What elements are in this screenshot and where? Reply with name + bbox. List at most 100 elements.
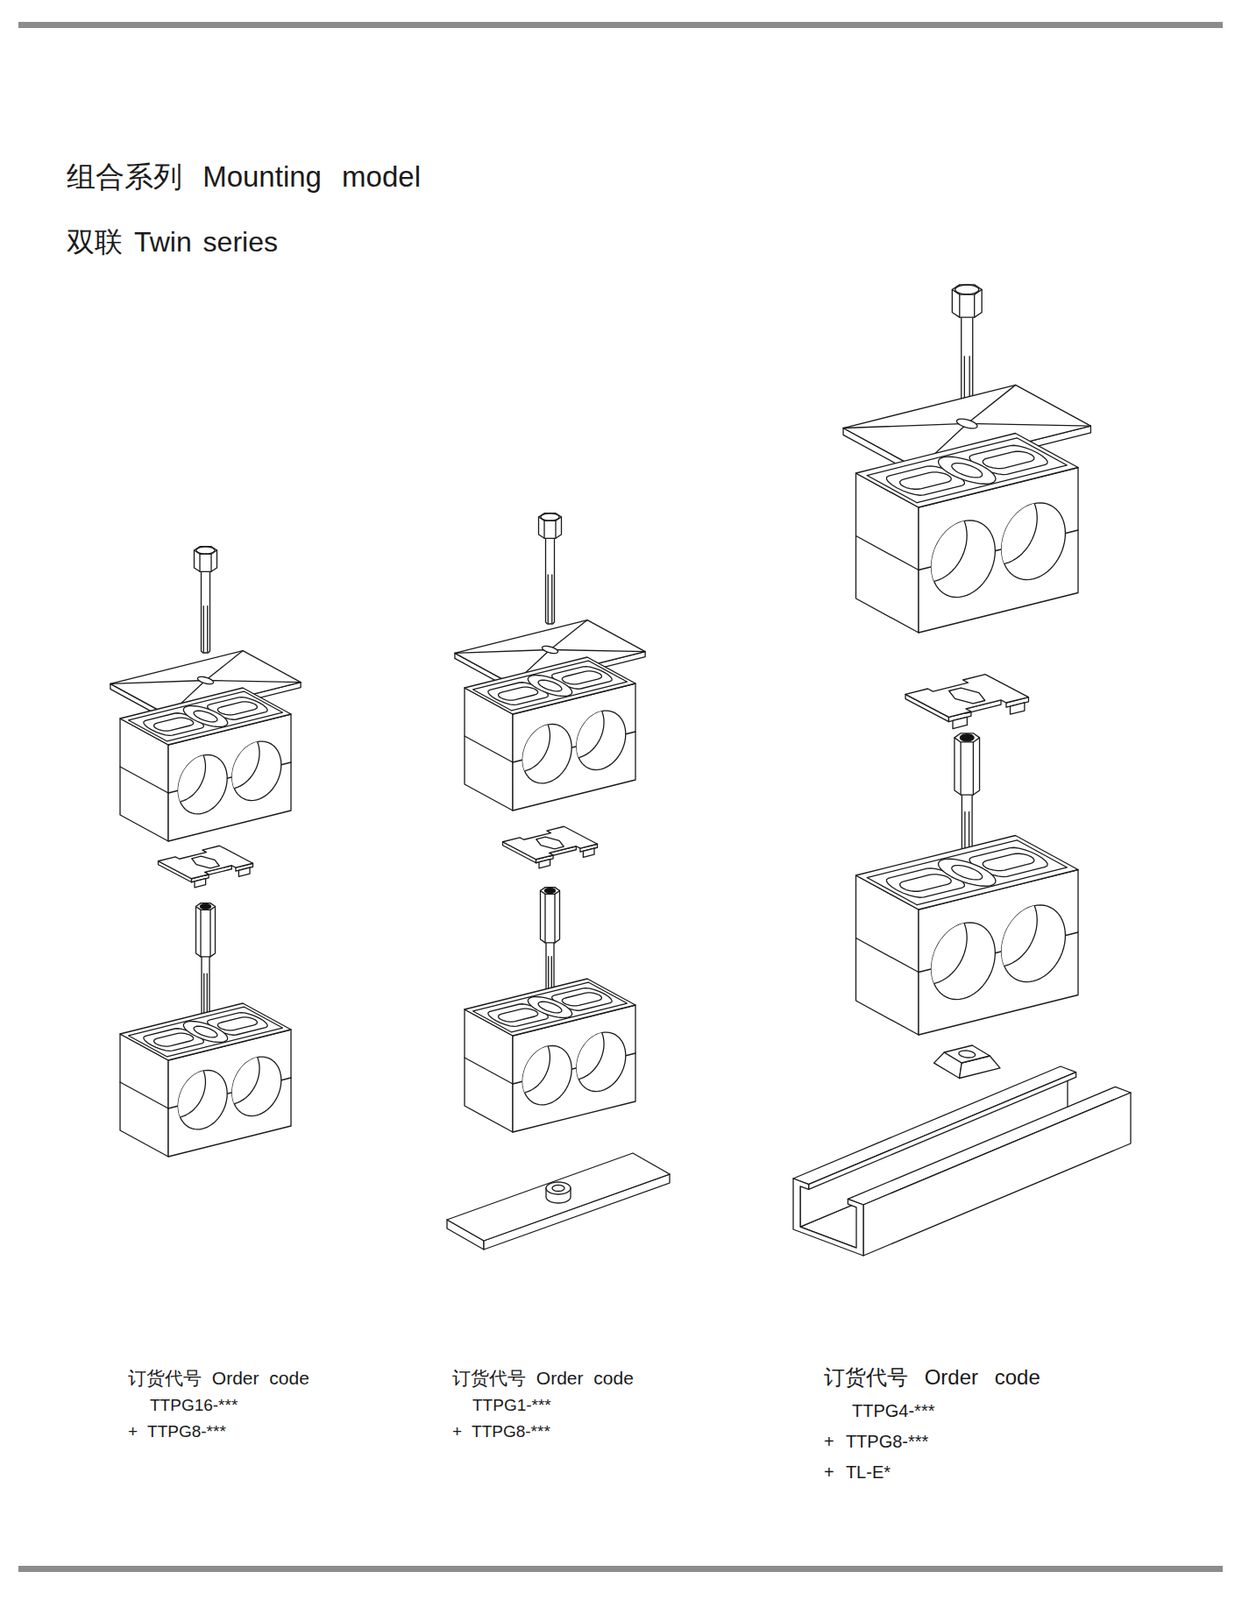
plate-top [905,674,1029,718]
bore-far-edge [972,487,1037,565]
bent-tab [238,867,250,877]
series-subtitle: 双联 Twin series [66,225,278,259]
weld-boss-hole [552,1185,565,1193]
top-rim [128,691,284,742]
bolt-hole [951,865,983,881]
twin-clamp-block [464,979,636,1133]
text-slot: 订货代号 Order code [127,1367,310,1390]
slot-floor [982,853,1035,871]
bolt-boss [938,456,996,484]
bolt-shaft [201,567,211,653]
text-slot: + TTPG8-*** [452,1422,551,1443]
order-code: TTPG1-*** [472,1396,552,1417]
stud-hex-sides [540,891,561,944]
page-title: 组合系列 Mounting model [66,159,421,195]
twin-clamp-block [856,433,1079,634]
plate-crease [454,650,551,654]
bore-far-edge [500,1034,550,1093]
twin-clamp-block [464,657,636,811]
clamp-assembly [110,546,301,1157]
slot-floor [154,717,194,732]
order-code-heading: 订货代号 Order code [823,1365,1041,1392]
stud-shaft [201,953,210,1022]
stud-hex-edge [553,894,555,944]
bolt-hole [538,680,562,692]
rail-end-profile [793,1178,864,1257]
plate-crease [550,620,589,651]
order-code: + TTPG8-*** [127,1422,227,1443]
hex-cutout [949,688,986,704]
bolt-chamfer [955,284,980,294]
bore-far-edge [210,1045,260,1105]
bolt-head-top [194,546,218,555]
plate-crease [966,423,1091,426]
text-slot: + TTPG8-*** [823,1431,929,1453]
bore-far-edge [972,889,1037,967]
bolt-head-edge [973,294,975,318]
plate-hole [197,676,213,684]
top-rim [473,982,628,1033]
bolt-hole [951,463,983,478]
twin-clamp-block [120,1003,291,1157]
stacking-bolt [196,903,216,1022]
order-code: + TTPG8-*** [452,1422,551,1443]
hex-cutout [536,837,565,850]
top-face [120,1003,291,1061]
slot-floor [561,993,602,1007]
slot-floor [900,472,952,490]
slot-floor [982,451,1035,469]
stacking-bolt [540,887,561,998]
slot-floor [900,874,952,892]
stud-hex-top [196,903,216,911]
bolt-hole [193,1026,218,1038]
bolt-boss [527,675,572,697]
order-code: + TL-E* [823,1462,891,1484]
bore-far-edge [500,712,550,772]
weld-boss-top [546,1182,571,1195]
clamp-assembly [447,513,670,1250]
hex-bolt [194,546,218,653]
top-face [464,657,636,715]
top-rule [18,21,1223,29]
twin-clamp-block [856,836,1079,1037]
exploded-assemblies [110,284,1131,1257]
stud-hex-top [954,733,980,743]
hex-cutout [191,856,221,869]
slot-floor [498,687,539,701]
order-code: TTPG4-*** [851,1400,935,1422]
bolt-head-edge [198,553,200,572]
bolt-boss [527,997,572,1019]
bolt-hole [538,1001,562,1014]
text-slot: + TL-E* [823,1462,891,1484]
twin-clamp-block [120,688,291,842]
threaded-bore [544,887,555,894]
bent-tab [582,848,595,858]
text-slot: 订货代号 Order code [823,1365,1041,1392]
split-line [120,1082,169,1109]
slot-floor [498,1008,539,1022]
plate-top [447,1153,670,1242]
stud-hex-edge [544,894,546,944]
text-slot: TTPG16-*** [149,1396,238,1417]
slot-floor [561,671,602,685]
text-slot: + TTPG8-*** [127,1422,227,1443]
bore-far-edge [210,730,260,789]
slot-floor [217,702,257,716]
rail-nut [934,1045,1001,1079]
bolt-boss [938,858,996,887]
order-code: TTPG16-*** [149,1396,238,1417]
bolt-chamfer [540,513,560,521]
bent-tab [952,716,967,729]
bolt-head-edge [210,553,212,572]
text-slot: TTPG4-*** [851,1400,935,1422]
bore-far-edge [156,743,206,802]
bore-far-edge [902,504,967,582]
bolt-shaft [961,312,973,412]
bottom-rule [18,1566,1223,1573]
stud-hex-edge [972,742,974,795]
slot-floor [154,1033,194,1047]
text-slot: 订货代号 Order code [452,1367,634,1390]
threaded-bore [959,734,974,742]
